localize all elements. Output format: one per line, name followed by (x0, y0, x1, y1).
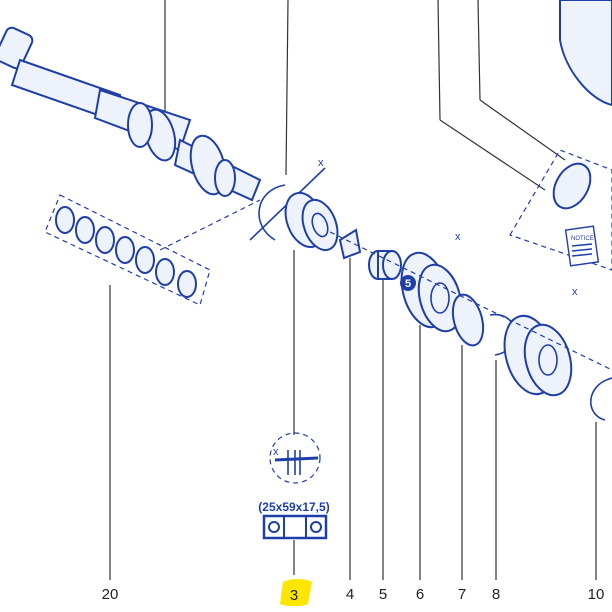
callout-5[interactable]: 5 (379, 586, 387, 603)
bearing-part-3 (284, 191, 339, 252)
leader-line (439, 119, 546, 191)
needle-bearing-part-5 (368, 250, 402, 280)
step-badge-text: 5 (405, 278, 411, 290)
callout-20[interactable]: 20 (102, 586, 119, 603)
callout-8[interactable]: 8 (492, 586, 500, 603)
gearbox-housing (559, 0, 612, 107)
main-shaft (0, 26, 262, 202)
leader-line (477, 0, 481, 101)
shim-set-20 (44, 194, 261, 306)
notice-leaflet: NOTICE (564, 225, 600, 267)
gear-part-6: x (400, 231, 463, 333)
leader-line (479, 99, 566, 161)
synchro-hub: x (503, 286, 578, 397)
spacer-part-4 (338, 228, 362, 260)
callout-10[interactable]: 10 (588, 586, 605, 603)
highlight-marker (280, 579, 312, 607)
bearing-symbol (262, 514, 328, 540)
clip-part-10 (590, 377, 612, 421)
dimension-mark: x (318, 157, 324, 169)
callout-6[interactable]: 6 (416, 586, 424, 603)
callout-3[interactable]: 3 (290, 587, 298, 604)
circlip (258, 184, 286, 241)
leader-line (285, 0, 289, 176)
svg-text:x: x (273, 446, 279, 458)
svg-text:NOTICE: NOTICE (571, 236, 594, 242)
bearing-dimensions-label: (25x59x17,5) (258, 500, 329, 514)
svg-text:x: x (572, 286, 578, 298)
callout-4[interactable]: 4 (346, 586, 354, 603)
svg-text:x: x (455, 231, 461, 243)
synchro-ring-part-7 (451, 293, 485, 347)
step-badge (400, 275, 416, 291)
bearing-detail-inset: x (269, 432, 321, 484)
leader-line (437, 0, 441, 121)
callout-7[interactable]: 7 (458, 586, 466, 603)
synchro-ring (552, 162, 592, 210)
